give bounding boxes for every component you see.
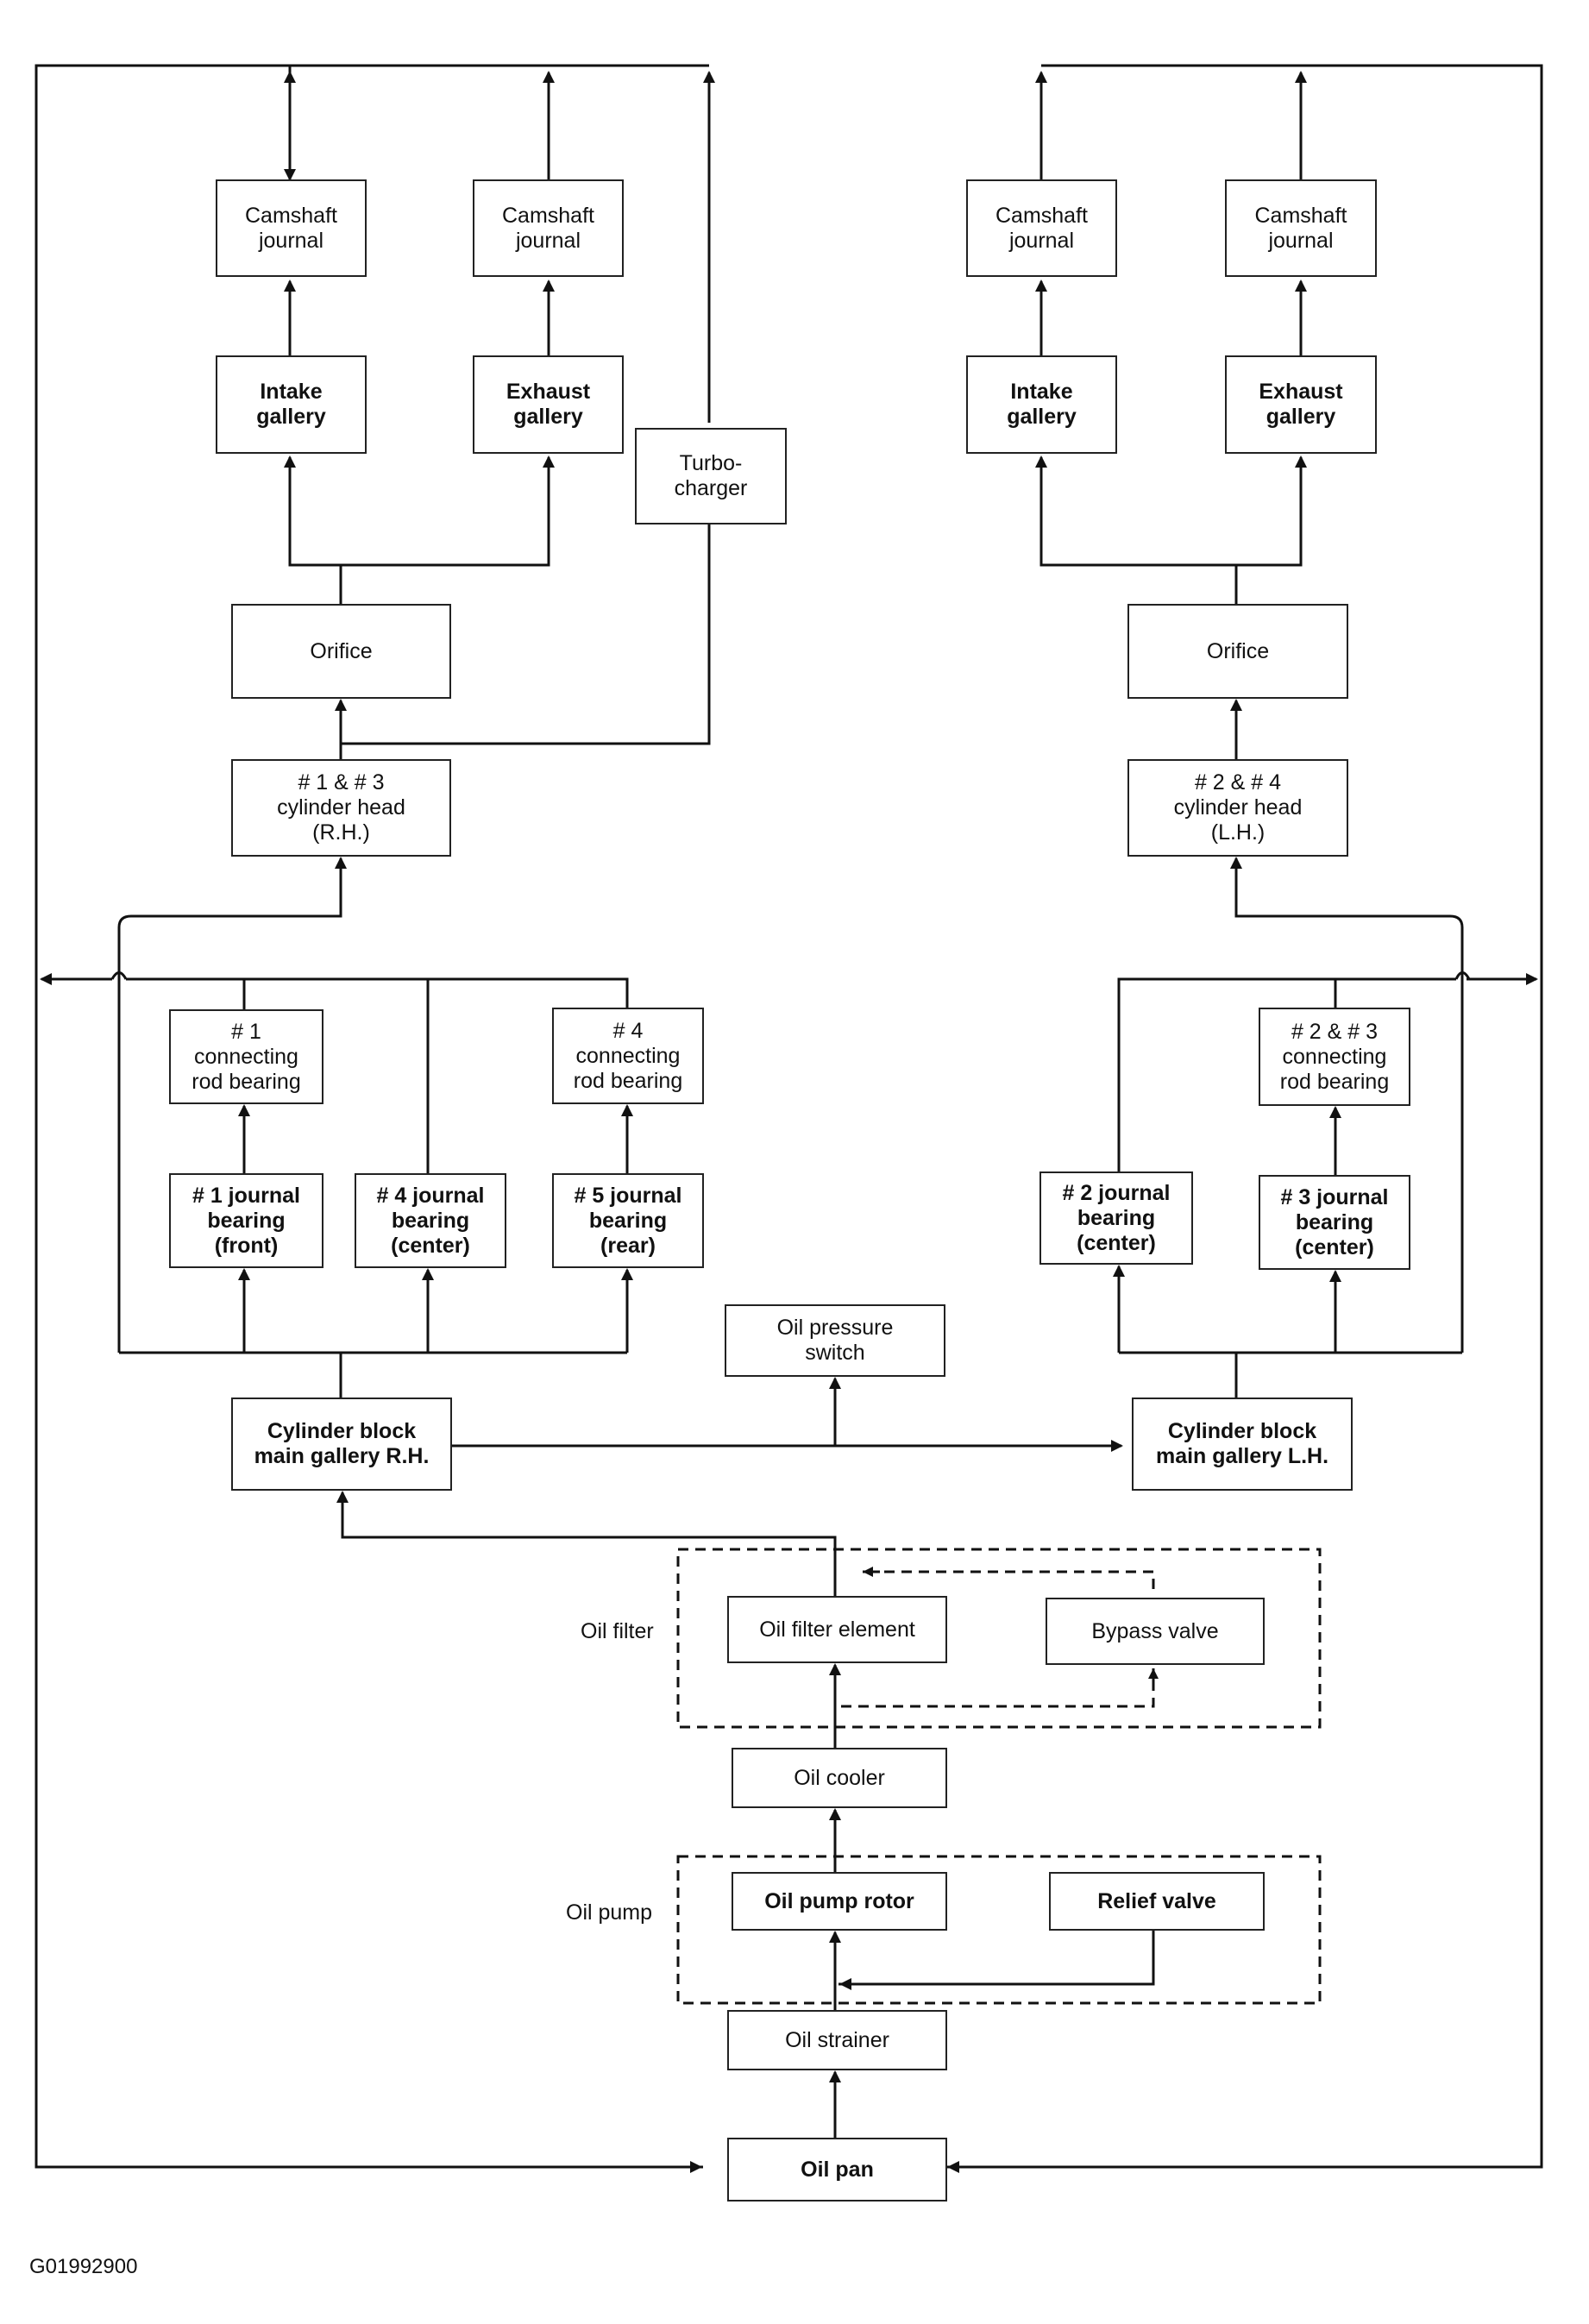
oil-filter-element: Oil filter element xyxy=(727,1596,947,1663)
conrod-bearing-2-3: # 2 & # 3 connecting rod bearing xyxy=(1259,1008,1410,1106)
oil-cooler: Oil cooler xyxy=(732,1748,947,1808)
journal-bearing-4: # 4 journal bearing (center) xyxy=(355,1173,506,1268)
intake-gallery-rh: Intake gallery xyxy=(216,355,367,454)
conrod-bearing-4: # 4 connecting rod bearing xyxy=(552,1008,704,1104)
orifice-rh: Orifice xyxy=(231,604,451,699)
journal-bearing-3: # 3 journal bearing (center) xyxy=(1259,1175,1410,1270)
camshaft-journal-rh-intake: Camshaft journal xyxy=(216,179,367,277)
journal-bearing-1: # 1 journal bearing (front) xyxy=(169,1173,323,1268)
oil-strainer: Oil strainer xyxy=(727,2010,947,2070)
oil-pump-group-label: Oil pump xyxy=(566,1900,653,1925)
intake-gallery-lh: Intake gallery xyxy=(966,355,1117,454)
orifice-lh: Orifice xyxy=(1127,604,1348,699)
oil-filter-group-label: Oil filter xyxy=(581,1619,654,1643)
oil-pump-rotor: Oil pump rotor xyxy=(732,1872,947,1931)
camshaft-journal-lh-exhaust: Camshaft journal xyxy=(1225,179,1377,277)
oil-pan: Oil pan xyxy=(727,2138,947,2202)
cylinder-block-main-gallery-rh: Cylinder block main gallery R.H. xyxy=(231,1398,452,1491)
journal-bearing-5: # 5 journal bearing (rear) xyxy=(552,1173,704,1268)
journal-bearing-2: # 2 journal bearing (center) xyxy=(1039,1171,1193,1265)
oil-pump-group-outline xyxy=(676,1855,1322,2005)
turbocharger: Turbo- charger xyxy=(635,428,787,524)
conrod-bearing-1: # 1 connecting rod bearing xyxy=(169,1009,323,1104)
cylinder-block-main-gallery-lh: Cylinder block main gallery L.H. xyxy=(1132,1398,1353,1491)
figure-code: G01992900 xyxy=(29,2255,138,2278)
bypass-valve: Bypass valve xyxy=(1046,1598,1265,1665)
exhaust-gallery-rh: Exhaust gallery xyxy=(473,355,624,454)
camshaft-journal-rh-exhaust: Camshaft journal xyxy=(473,179,624,277)
oil-pressure-switch: Oil pressure switch xyxy=(725,1304,945,1377)
camshaft-journal-lh-intake: Camshaft journal xyxy=(966,179,1117,277)
exhaust-gallery-lh: Exhaust gallery xyxy=(1225,355,1377,454)
cylinder-head-rh: # 1 & # 3 cylinder head (R.H.) xyxy=(231,759,451,857)
relief-valve: Relief valve xyxy=(1049,1872,1265,1931)
oil-filter-group-outline xyxy=(676,1548,1322,1729)
cylinder-head-lh: # 2 & # 4 cylinder head (L.H.) xyxy=(1127,759,1348,857)
